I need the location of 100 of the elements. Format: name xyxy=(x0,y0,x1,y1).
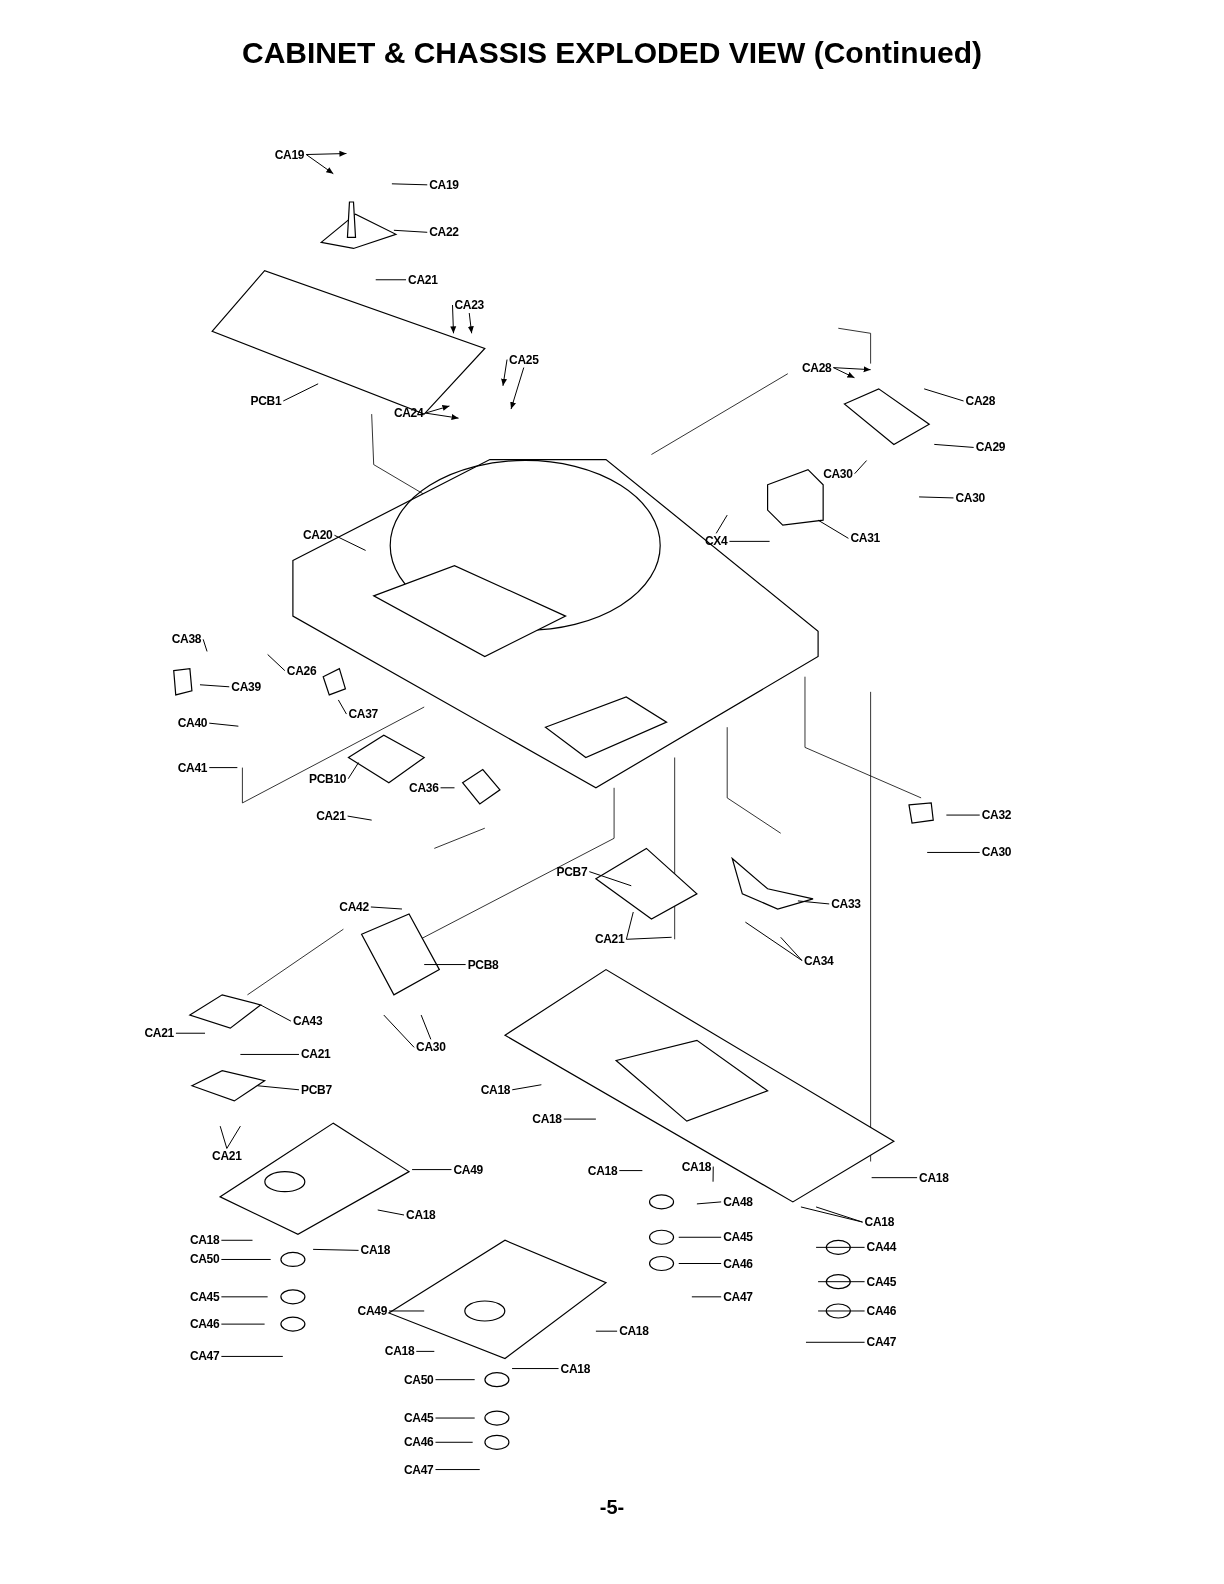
leader-line xyxy=(435,1441,474,1443)
callout-number: CA22 xyxy=(429,225,459,240)
callout-number: CA47 xyxy=(723,1289,753,1304)
callout-number: CA21 xyxy=(144,1026,174,1041)
callout-number: CA19 xyxy=(274,147,305,162)
leader-line xyxy=(744,921,803,961)
leader-line xyxy=(423,964,467,966)
callout-number: CA49 xyxy=(357,1303,387,1318)
callout-number: CA45 xyxy=(404,1411,434,1426)
callout-number: CA47 xyxy=(189,1349,220,1364)
leader-line xyxy=(797,900,830,905)
leader-line xyxy=(780,936,803,961)
leader-line xyxy=(388,1310,425,1312)
leader-line xyxy=(267,654,286,672)
leader-line xyxy=(501,359,508,387)
callout-number: CA18 xyxy=(919,1170,949,1185)
leader-line xyxy=(450,304,457,334)
leader-line xyxy=(832,367,855,379)
callout-number: CA49 xyxy=(453,1162,483,1177)
leader-line xyxy=(817,519,849,539)
leader-line xyxy=(817,1310,866,1312)
callout-number: CA18 xyxy=(587,1163,618,1178)
callout-number: CA18 xyxy=(384,1344,415,1359)
leader-line xyxy=(220,1355,284,1357)
leader-line xyxy=(618,1170,643,1172)
callout-number: CA18 xyxy=(864,1215,895,1230)
leader-line xyxy=(337,699,347,715)
leader-line xyxy=(805,1341,866,1343)
leader-line xyxy=(208,767,238,769)
leader-line xyxy=(435,1417,476,1419)
leader-line xyxy=(435,1379,476,1381)
leader-line xyxy=(945,814,981,816)
callout-number: CA21 xyxy=(316,809,346,824)
leader-line xyxy=(696,1201,722,1205)
leader-line xyxy=(511,1368,560,1370)
leader-line xyxy=(226,1125,241,1149)
leader-line xyxy=(375,279,407,281)
callout-number: CA30 xyxy=(823,466,853,481)
leader-line xyxy=(712,1166,714,1183)
leader-line xyxy=(202,638,208,652)
leader-line xyxy=(871,1177,918,1179)
leader-line xyxy=(199,684,230,688)
callout-number: CA43 xyxy=(292,1014,323,1029)
leader-line xyxy=(715,514,728,534)
leader-line xyxy=(175,1032,206,1034)
leader-line xyxy=(257,1085,300,1091)
leader-line xyxy=(440,787,455,789)
callout-number: CA29 xyxy=(975,440,1006,455)
leader-line xyxy=(282,383,319,402)
leader-line xyxy=(918,496,954,499)
leader-line xyxy=(347,815,373,821)
callout-number: PCB1 xyxy=(250,393,282,408)
callout-number: CA46 xyxy=(404,1435,434,1450)
leader-line xyxy=(424,405,450,414)
callout-number: CA18 xyxy=(681,1159,712,1174)
leader-line xyxy=(260,1004,292,1022)
callout-number: CA21 xyxy=(594,932,625,947)
callout-number: CA25 xyxy=(509,352,539,367)
callout-number: PCB8 xyxy=(467,957,499,972)
leader-line xyxy=(420,1014,432,1040)
leader-line xyxy=(510,367,525,410)
callout-number: CA37 xyxy=(348,707,378,722)
callout-number: CA21 xyxy=(408,272,438,287)
callout-number: CA38 xyxy=(171,632,202,647)
callout-number: CA47 xyxy=(866,1335,897,1350)
leader-line xyxy=(415,1350,435,1352)
callout-number: CA26 xyxy=(286,663,317,678)
leader-line xyxy=(511,1084,542,1091)
leader-line xyxy=(393,229,428,233)
callout-number: CA48 xyxy=(723,1194,753,1209)
callout-number: CA30 xyxy=(416,1040,446,1055)
page-title: CABINET & CHASSIS EXPLODED VIEW (Continued) xyxy=(241,36,983,70)
callout-number: CA47 xyxy=(404,1462,434,1477)
leader-line xyxy=(815,1246,866,1248)
leader-line xyxy=(854,460,868,475)
callout-number: CA30 xyxy=(981,845,1012,860)
callout-number: CA44 xyxy=(866,1240,897,1255)
callout-number: CX4 xyxy=(704,534,728,549)
leader-line xyxy=(678,1236,722,1238)
callout-number: CA18 xyxy=(480,1082,511,1097)
callout-number: CA18 xyxy=(619,1324,649,1339)
callout-number: CA50 xyxy=(404,1372,434,1387)
leader-line xyxy=(435,1469,481,1471)
callout-number: CA19 xyxy=(429,177,459,192)
leader-line xyxy=(370,906,403,910)
callout-number: CA36 xyxy=(409,780,439,795)
callout-number: CA46 xyxy=(866,1303,897,1318)
callout-number: CA21 xyxy=(212,1149,242,1164)
page-number: -5- xyxy=(598,1496,626,1519)
callout-number: CA46 xyxy=(189,1317,220,1332)
callout-number: CA41 xyxy=(177,760,208,775)
leader-line xyxy=(923,388,965,402)
leader-line xyxy=(391,183,428,186)
callout-number: CA45 xyxy=(723,1230,753,1245)
callout-number: CA45 xyxy=(866,1274,897,1289)
callout-number: CA50 xyxy=(189,1252,220,1267)
callout-number: CA18 xyxy=(360,1243,391,1258)
callout-number: CA33 xyxy=(831,896,861,911)
callout-number: CA39 xyxy=(231,679,261,694)
leader-line xyxy=(220,1296,269,1298)
